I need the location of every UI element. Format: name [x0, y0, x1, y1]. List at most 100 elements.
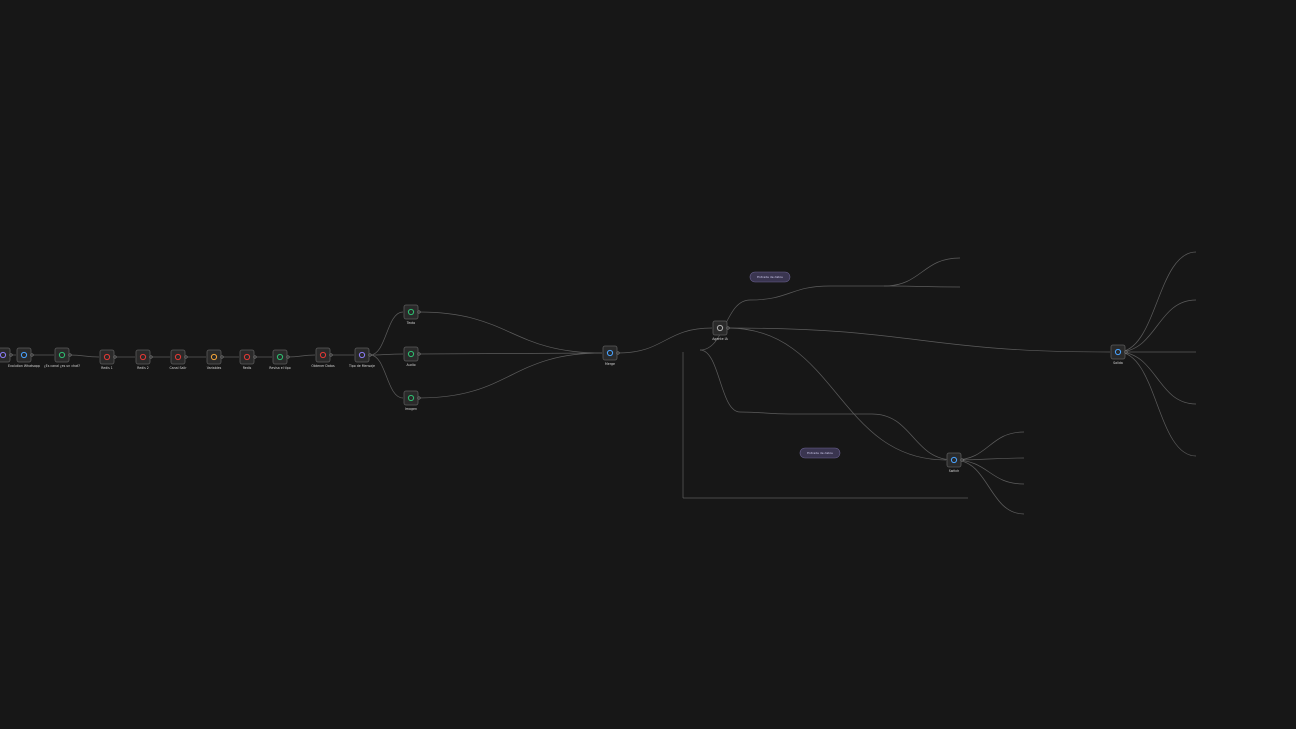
- connection-branch-5[interactable]: [699, 349, 741, 413]
- connection-branch-16[interactable]: [1117, 351, 1197, 405]
- workflow-node[interactable]: Merge: [602, 345, 620, 366]
- node-box[interactable]: [272, 349, 288, 365]
- braces-icon: [210, 353, 218, 361]
- webhook-icon: [0, 351, 7, 359]
- node-label: Imagen: [405, 407, 417, 411]
- connection-branch-11[interactable]: [953, 459, 1025, 485]
- workflow-node[interactable]: Redis 1: [99, 349, 117, 370]
- output-port[interactable]: [417, 396, 421, 400]
- connection-n16-n17[interactable]: [727, 327, 947, 461]
- connection-n9-n10[interactable]: [287, 354, 316, 358]
- output-port[interactable]: [616, 351, 620, 355]
- connection-n13-n15[interactable]: [418, 352, 603, 355]
- output-port[interactable]: [220, 355, 224, 359]
- output-port[interactable]: [184, 355, 188, 359]
- redis-icon: [243, 353, 251, 361]
- node-box[interactable]: [1110, 344, 1126, 360]
- workflow-node[interactable]: Tipo de Mensaje: [348, 347, 375, 368]
- connections: [11, 251, 1197, 515]
- connection-branch-3[interactable]: [883, 257, 961, 287]
- node-box[interactable]: [135, 349, 151, 365]
- node-box[interactable]: [946, 452, 962, 468]
- connection-branch-17[interactable]: [1117, 351, 1197, 457]
- output-port[interactable]: [417, 310, 421, 314]
- output-port[interactable]: [726, 326, 730, 330]
- sticky-note[interactable]: Entrada de datos: [749, 271, 791, 283]
- connection-n12-n15[interactable]: [418, 311, 603, 354]
- output-port[interactable]: [113, 355, 117, 359]
- workflow-node[interactable]: Texto: [403, 304, 421, 325]
- webhook-icon: [20, 351, 28, 359]
- if-icon: [407, 394, 415, 402]
- workflow-node[interactable]: Switch: [946, 452, 964, 473]
- node-label: ¿Es canal ¿es un chat?: [44, 364, 80, 368]
- connection-branch-13[interactable]: [1117, 251, 1197, 353]
- output-port[interactable]: [9, 353, 13, 357]
- connection-branch-1[interactable]: [749, 285, 831, 301]
- connection-n11-n13[interactable]: [369, 353, 404, 356]
- output-port[interactable]: [960, 458, 964, 462]
- workflow-node[interactable]: Redis 2: [135, 349, 153, 370]
- node-box[interactable]: [403, 346, 419, 362]
- workflow-node[interactable]: Obtener Datos: [311, 347, 335, 368]
- output-port[interactable]: [1124, 350, 1128, 354]
- node-box[interactable]: [712, 320, 728, 336]
- node-box[interactable]: [99, 349, 115, 365]
- node-box[interactable]: [206, 349, 222, 365]
- workflow-node[interactable]: [0, 347, 13, 363]
- connection-n11-n12[interactable]: [369, 311, 404, 356]
- workflow-node[interactable]: Revisa el tipo: [269, 349, 291, 370]
- stop-icon: [174, 353, 182, 361]
- connection-branch-8[interactable]: [871, 413, 955, 461]
- connection-branch-6[interactable]: [739, 411, 791, 415]
- workflow-node[interactable]: Audio: [403, 346, 421, 367]
- node-box[interactable]: [315, 347, 331, 363]
- workflow-node[interactable]: Evolution Whatsapp: [8, 347, 40, 368]
- output-port[interactable]: [368, 353, 372, 357]
- sticky-pill[interactable]: [799, 447, 841, 459]
- node-box[interactable]: [16, 347, 32, 363]
- workflow-node[interactable]: Redis: [239, 349, 257, 370]
- workflow-node[interactable]: Agente IA: [712, 320, 730, 341]
- connection-n15-n16[interactable]: [617, 327, 713, 354]
- output-port[interactable]: [30, 353, 34, 357]
- connection-branch-4[interactable]: [883, 285, 961, 288]
- workflow-node[interactable]: ¿Es canal ¿es un chat?: [44, 347, 80, 368]
- connection-branch-12[interactable]: [953, 459, 1025, 515]
- sticky-note[interactable]: Entrada de datos: [799, 447, 841, 459]
- output-port[interactable]: [68, 353, 72, 357]
- workflow-node[interactable]: Salida: [1110, 344, 1128, 365]
- node-box[interactable]: [239, 349, 255, 365]
- sticky-pill[interactable]: [749, 271, 791, 283]
- node-label: Redis 2: [137, 366, 149, 370]
- sticky-label: Entrada de datos: [807, 451, 833, 455]
- output-port[interactable]: [329, 353, 333, 357]
- redis-icon: [139, 353, 147, 361]
- connection-n11-n14[interactable]: [369, 354, 404, 399]
- node-label: Redis: [243, 366, 252, 370]
- node-box[interactable]: [354, 347, 370, 363]
- node-box[interactable]: [403, 390, 419, 406]
- output-port[interactable]: [253, 355, 257, 359]
- node-label: Texto: [406, 321, 415, 325]
- output-port[interactable]: [286, 355, 290, 359]
- workflow-node[interactable]: Imagen: [403, 390, 421, 411]
- node-box[interactable]: [170, 349, 186, 365]
- connection-n16-n18[interactable]: [727, 327, 1111, 353]
- output-port[interactable]: [149, 355, 153, 359]
- node-box[interactable]: [403, 304, 419, 320]
- connection-n14-n15[interactable]: [418, 352, 603, 399]
- node-box[interactable]: [602, 345, 618, 361]
- connection-n3-n4[interactable]: [69, 354, 100, 358]
- node-label: Salida: [1113, 361, 1123, 365]
- robot-icon: [716, 324, 724, 332]
- output-port[interactable]: [417, 352, 421, 356]
- connection-branch-14[interactable]: [1117, 299, 1197, 353]
- workflow-node[interactable]: Canal Salir: [169, 349, 188, 370]
- connection-branch-9[interactable]: [953, 431, 1025, 461]
- workflow-node[interactable]: Variables: [206, 349, 224, 370]
- nodes-layer: Evolution Whatsapp ¿Es canal ¿es un chat?…: [0, 271, 1128, 473]
- node-box[interactable]: [54, 347, 70, 363]
- node-box[interactable]: [0, 347, 11, 363]
